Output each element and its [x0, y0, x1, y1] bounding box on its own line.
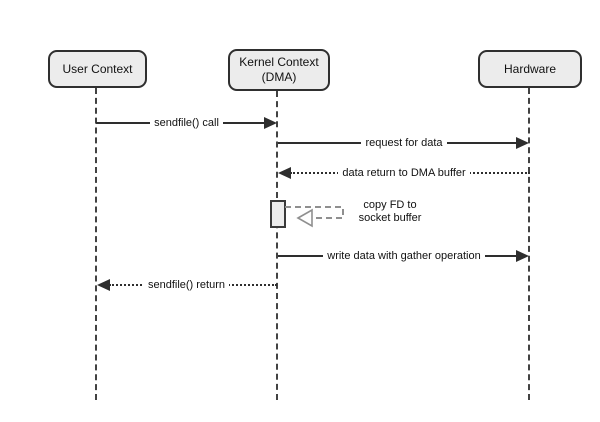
actor-label: User Context — [62, 61, 133, 76]
actor-label: Hardware — [503, 61, 557, 76]
lifeline-kernel-context — [276, 91, 278, 400]
arrowhead-right-icon — [516, 250, 529, 262]
message-label: copy FD to socket buffer — [348, 199, 432, 225]
arrowhead-right-icon — [516, 137, 529, 149]
arrowhead-right-icon — [264, 117, 277, 129]
lifeline-hardware — [528, 88, 530, 400]
activation-box — [270, 200, 286, 228]
actor-box-user-context: User Context — [48, 50, 147, 88]
self-loop-dashed-arrow-icon — [285, 206, 344, 228]
arrowhead-left-icon — [97, 279, 110, 291]
actor-box-kernel-context: Kernel Context (DMA) — [228, 49, 330, 91]
message-label: request for data — [278, 137, 530, 150]
message-label: data return to DMA buffer — [278, 167, 530, 180]
arrowhead-left-icon — [278, 167, 291, 179]
message-label: sendfile() return — [96, 279, 277, 292]
actor-sublabel: (DMA) — [261, 70, 297, 84]
actor-box-hardware: Hardware — [478, 50, 582, 88]
message-label: sendfile() call — [96, 117, 277, 130]
actor-label: Kernel Context — [239, 55, 319, 69]
lifeline-user-context — [95, 88, 97, 400]
message-label: write data with gather operation — [278, 250, 530, 263]
